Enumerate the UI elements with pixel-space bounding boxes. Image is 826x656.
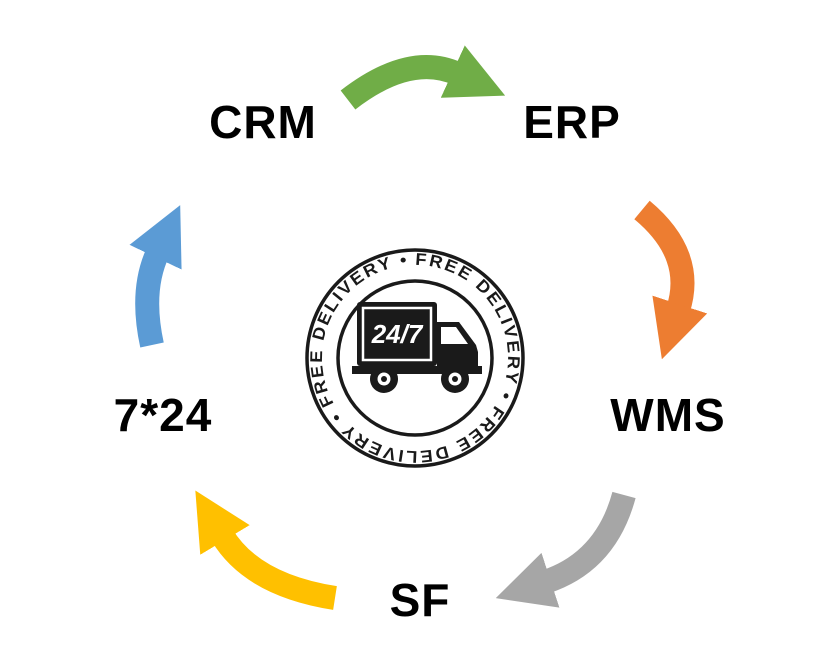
arrow-724-to-crm [129, 205, 182, 348]
arrow-sf-to-724 [195, 490, 337, 610]
delivery-truck-icon: 24/7 [352, 302, 482, 393]
node-label-crm: CRM [209, 96, 317, 148]
badge-hours-label: 24/7 [371, 319, 424, 349]
free-delivery-badge: FREE DELIVERY • FREE DELIVERY • FREE DEL… [305, 248, 525, 468]
arrow-wms-to-sf [495, 491, 636, 608]
badge-outer-ring [305, 248, 525, 468]
node-label-wms: WMS [610, 389, 726, 441]
badge-inner-ring [336, 279, 494, 437]
node-label-erp: ERP [523, 96, 621, 148]
arrow-crm-to-erp [340, 45, 506, 110]
node-label-7x24: 7*24 [113, 389, 213, 441]
arrow-erp-to-wms [634, 200, 708, 360]
node-label-sf: SF [389, 574, 451, 626]
